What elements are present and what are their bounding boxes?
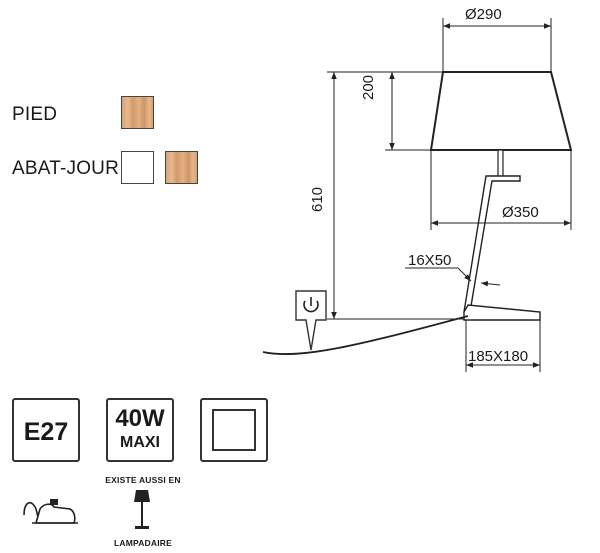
existe-aussi-text: EXISTE AUSSI EN <box>105 475 181 485</box>
stem-section-text: 16X50 <box>408 252 452 269</box>
pied-label: PIED <box>12 104 58 125</box>
socket-text: E27 <box>23 418 69 446</box>
abat-jour-label: ABAT-JOUR <box>12 158 120 179</box>
pied-wood-swatch <box>121 96 154 129</box>
top-diameter-text: Ø290 <box>465 6 502 23</box>
abat-jour-wood-swatch <box>165 151 198 184</box>
power-note-text: MAXI <box>120 434 160 451</box>
shade-height-text: 200 <box>360 74 377 100</box>
inner-square <box>212 409 256 451</box>
total-height-text: 610 <box>309 186 326 212</box>
lamp-cable <box>262 315 469 356</box>
lamp-base <box>463 304 541 321</box>
power-button-icon <box>295 290 327 351</box>
floor-lamp-icon <box>134 490 150 529</box>
lampadaire-text: LAMPADAIRE <box>113 538 173 548</box>
abat-jour-white-swatch <box>121 151 154 184</box>
base-size-text: 185X180 <box>468 348 529 365</box>
cable-foot-switch-icon <box>23 499 78 524</box>
power-text: 40W <box>115 405 165 432</box>
lamp-stem-top <box>497 149 504 179</box>
socket-badge: E27 <box>12 398 80 462</box>
double-square-icon <box>200 398 268 462</box>
lamp-shade-outline <box>429 71 573 151</box>
lamp-slanted-stem <box>463 175 521 313</box>
bottom-diameter-text: Ø350 <box>502 204 539 221</box>
power-badge: 40W MAXI <box>106 398 174 462</box>
